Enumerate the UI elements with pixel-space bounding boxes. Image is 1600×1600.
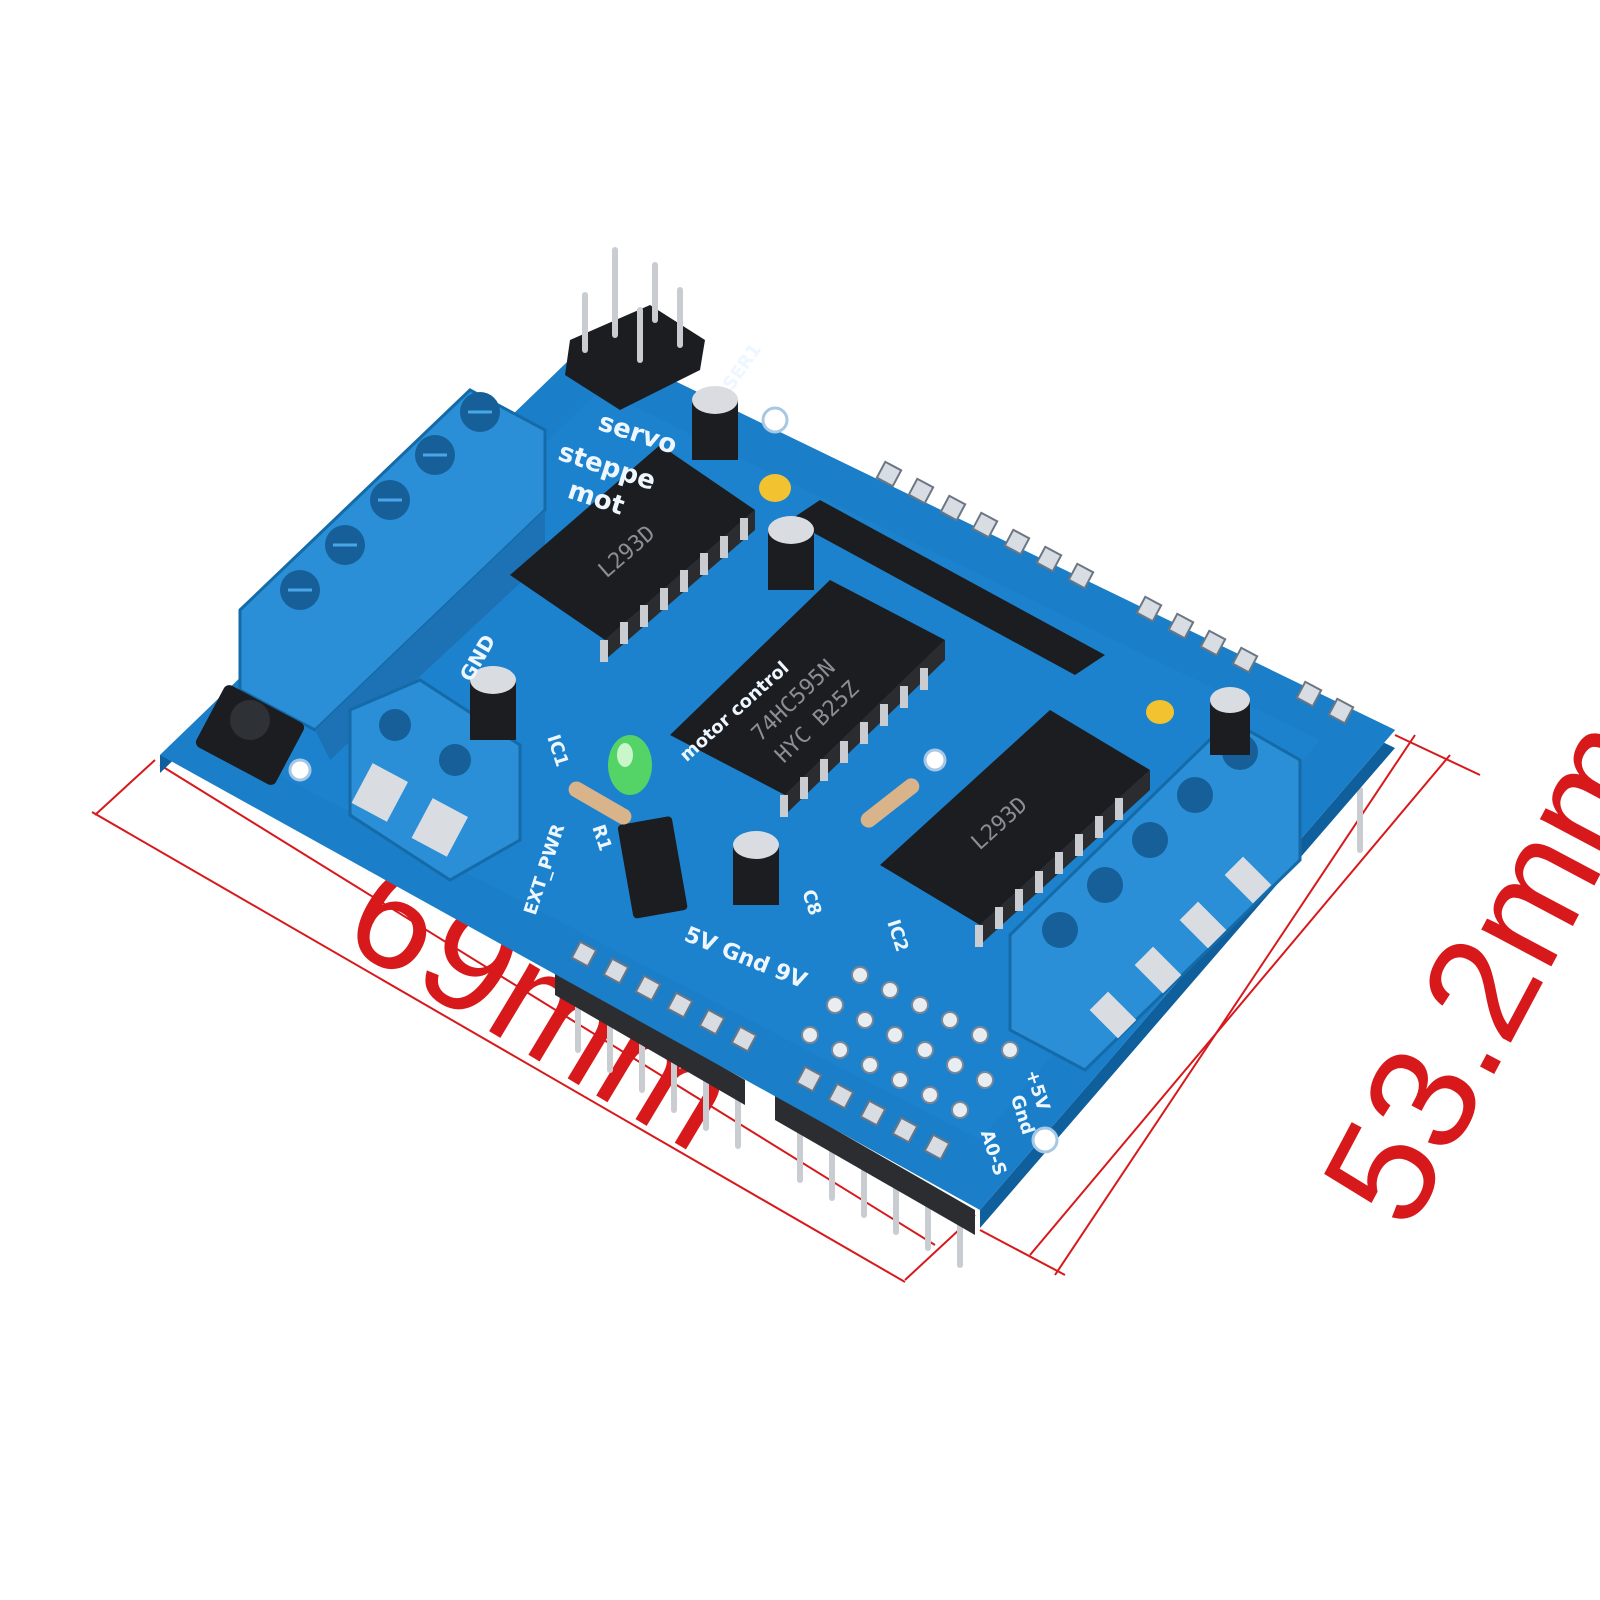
chip-ic2: L293D bbox=[880, 710, 1150, 947]
chip-shift-register: 74HC595N HYC B25Z bbox=[670, 580, 945, 817]
proto-grid bbox=[801, 966, 1019, 1119]
bottom-pad-row bbox=[570, 940, 951, 1161]
terminal-block-left bbox=[238, 388, 547, 760]
silk-ser1: SER1 bbox=[719, 340, 766, 394]
status-led bbox=[608, 735, 652, 795]
power-jumper bbox=[617, 816, 688, 919]
resistors bbox=[568, 778, 920, 828]
servo-header bbox=[565, 247, 705, 410]
height-dimension bbox=[979, 734, 1481, 1276]
chip-socket bbox=[790, 500, 1105, 675]
top-pad-row bbox=[875, 460, 1355, 725]
header-housing bbox=[555, 970, 975, 1235]
reset-button bbox=[195, 685, 305, 785]
chip-ic1: L293D bbox=[510, 445, 755, 662]
width-dimension bbox=[91, 759, 976, 1283]
capacitors bbox=[470, 386, 1250, 905]
